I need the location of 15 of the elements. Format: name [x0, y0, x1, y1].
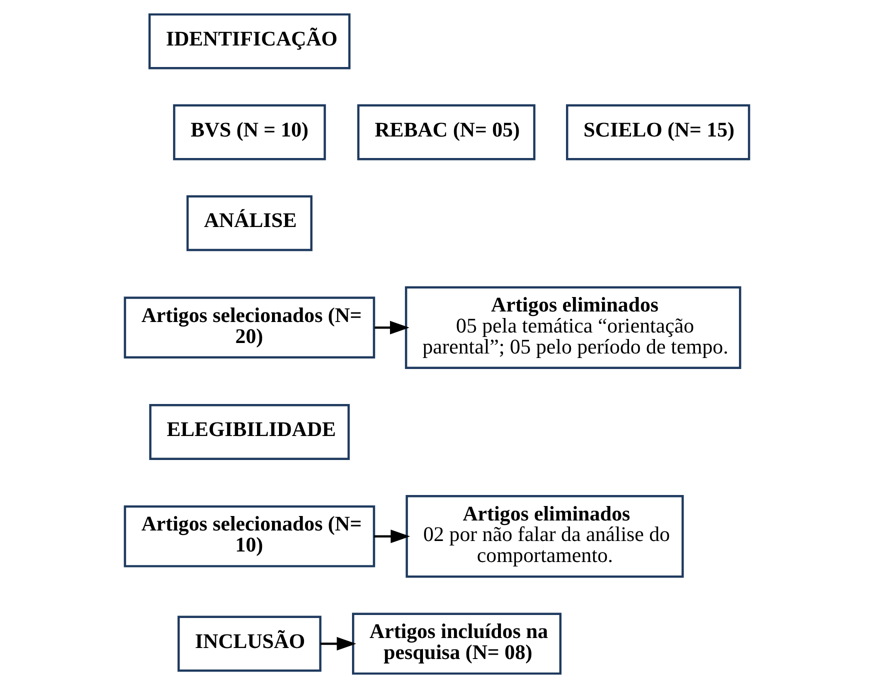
node-box: INCLUSÃO: [178, 616, 322, 672]
node-box: Artigos eliminados 05 pela temática “orientação parental”; 05 pelo período de tempo.: [404, 286, 742, 369]
node-box: Artigos incluídos na pesquisa (N= 08): [352, 612, 562, 675]
node-box: Artigos selecionados (N= 10): [124, 505, 376, 568]
arrow: [320, 636, 356, 651]
node-box: IDENTIFICAÇÃO: [148, 13, 350, 70]
arrow: [374, 530, 410, 544]
node-box: SCIELO (N= 15): [566, 104, 750, 160]
node-box: ELEGIBILIDADE: [149, 404, 350, 460]
node-box: REBAC (N= 05): [357, 104, 536, 160]
node-box: Artigos selecionados (N= 20): [124, 296, 376, 359]
node-box: BVS (N = 10): [173, 104, 326, 160]
node-box: ANÁLISE: [186, 195, 312, 252]
arrow: [374, 320, 410, 334]
node-box: Artigos eliminados 02 por não falar da análise do comportamento.: [406, 494, 684, 578]
